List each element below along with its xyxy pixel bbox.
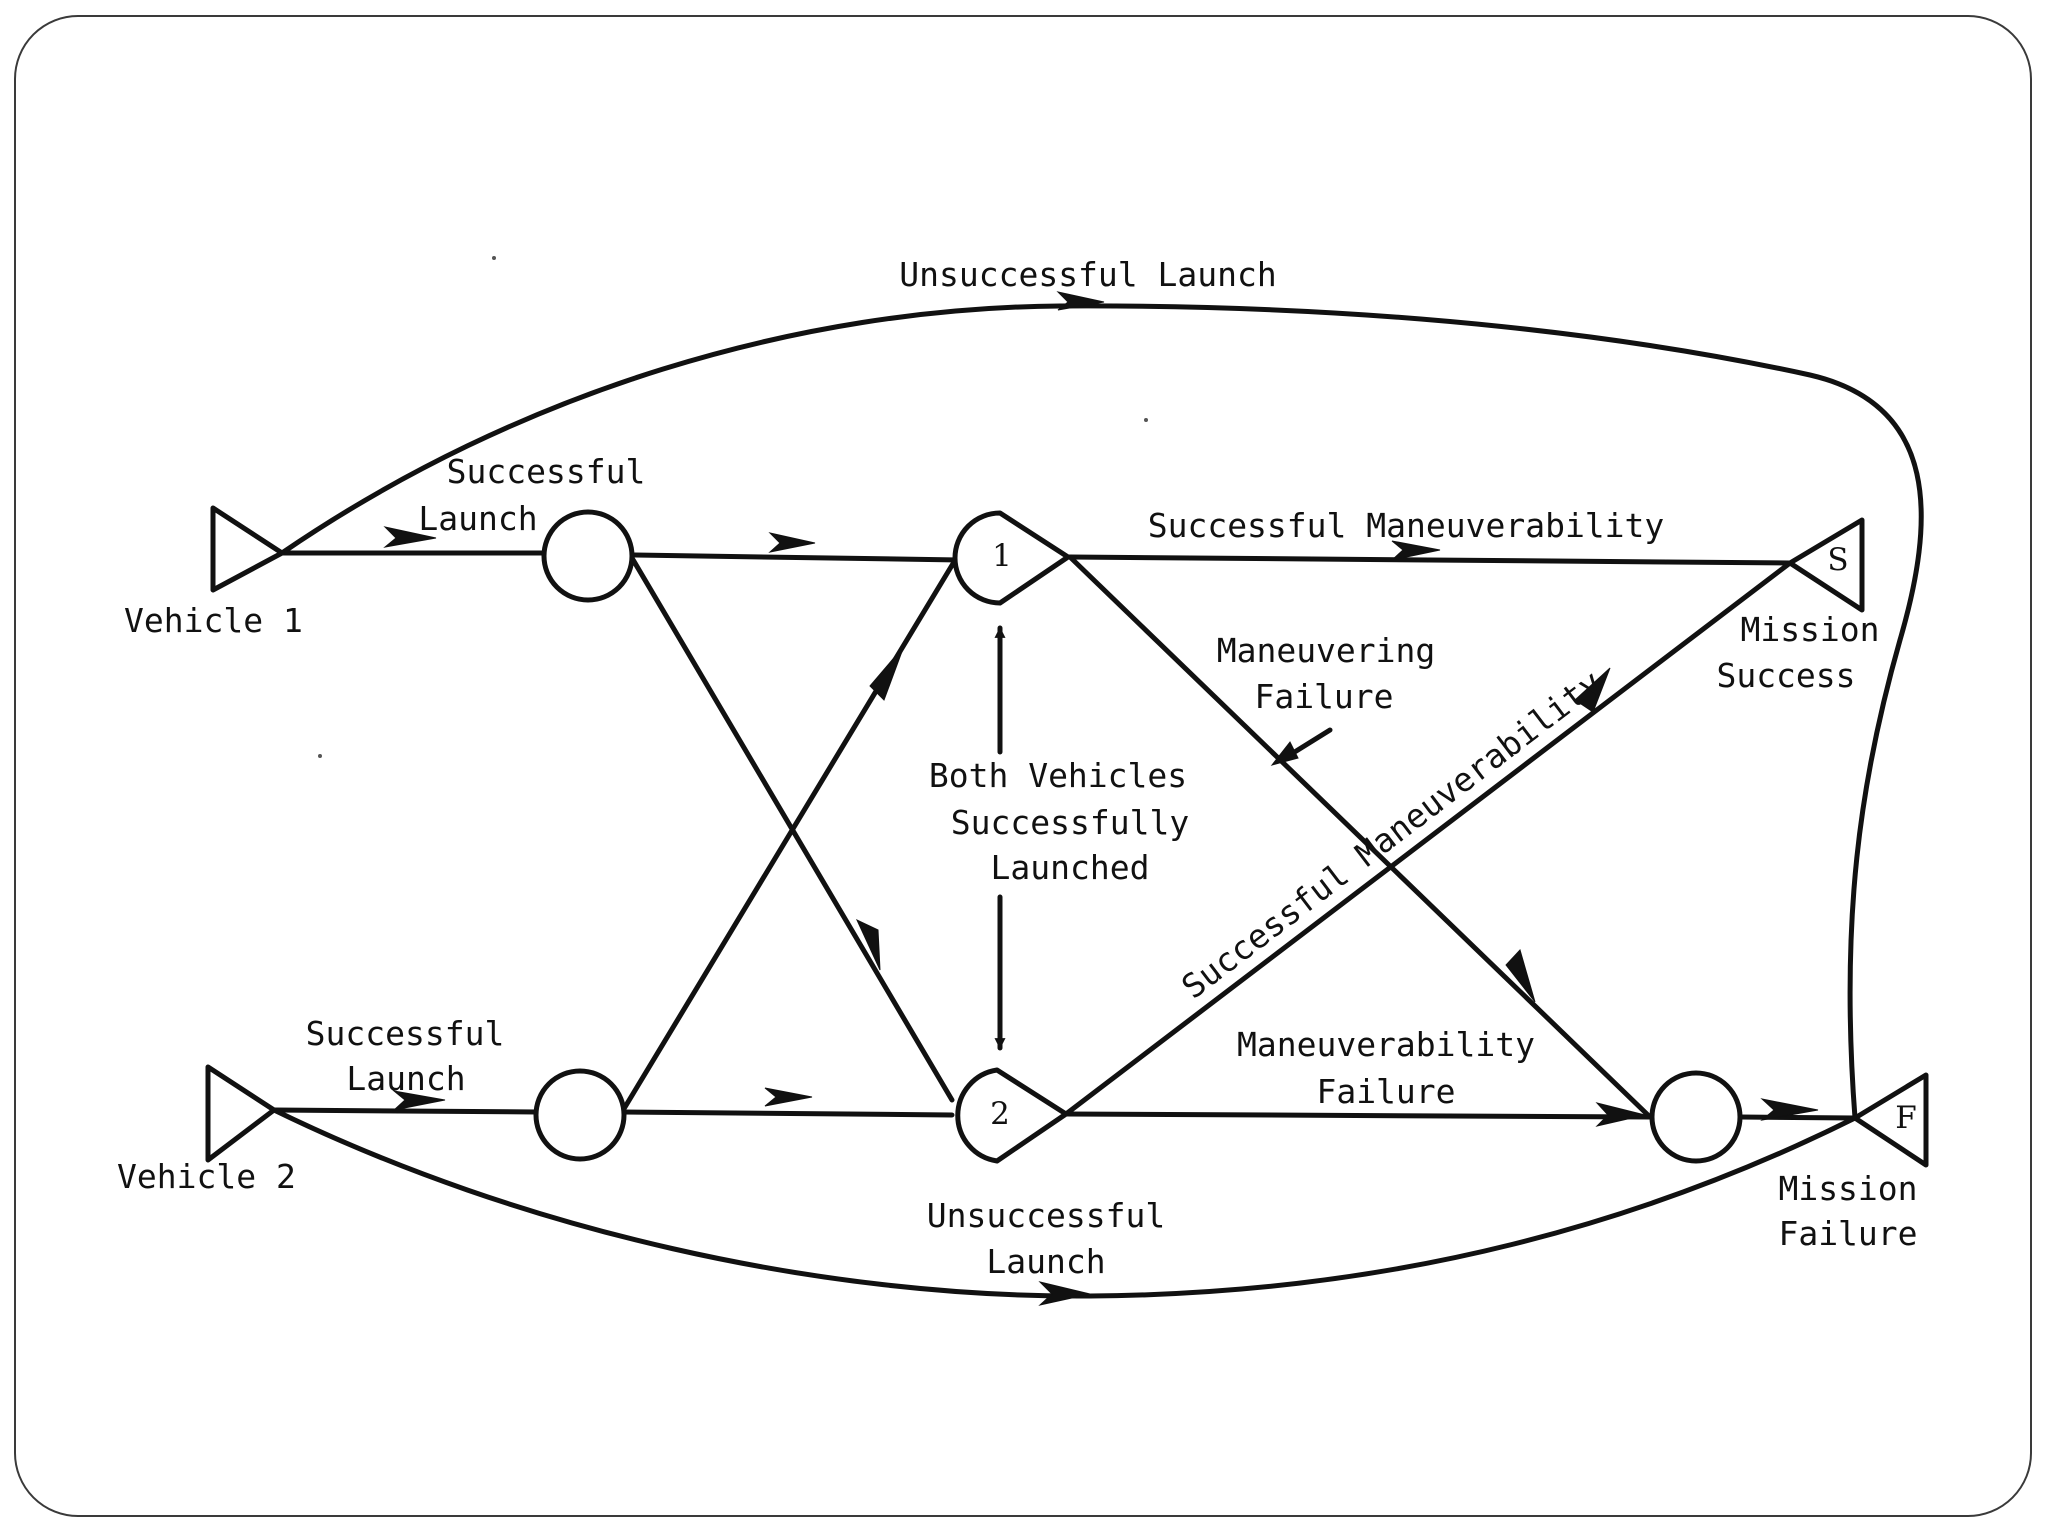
success-terminal-label: S: [1827, 542, 1848, 578]
vehicle2-source-triangle: [205, 1064, 277, 1163]
mission-success-label-line2: Success: [1716, 656, 1855, 695]
unsuccessful-launch-bottom-label-line2: Launch: [986, 1242, 1105, 1281]
edge-launch1-to-node1: [629, 552, 963, 563]
maneuvering-failure-label-line2: Failure: [1254, 677, 1393, 716]
successful-maneuverability-top-label: Successful Maneuverability: [1148, 506, 1665, 545]
arrowhead-vehicle2-launch: [392, 1090, 446, 1111]
edge-launch2-to-node2: [619, 1109, 955, 1118]
edge-unsuccessful-launch-top: [279, 303, 1924, 1121]
successful-launch-1-label-line1: Successful: [447, 452, 646, 491]
edge-node1-to-success: [1067, 554, 1793, 566]
vehicle2-label: Vehicle 2: [117, 1157, 296, 1196]
launch1-circle: [541, 509, 635, 603]
decision-node-2-label: 2: [990, 1096, 1010, 1132]
decision-node-2: [955, 1067, 1069, 1164]
vehicle1-label: Vehicle 1: [124, 601, 303, 640]
failure-terminal-label: F: [1895, 1100, 1917, 1136]
mission-failure-label-line2: Failure: [1778, 1214, 1917, 1253]
edge-node2-to-success: [1063, 560, 1793, 1117]
decision-node-1-label: 1: [992, 538, 1012, 574]
arrowhead-vehicle1-launch: [383, 526, 437, 548]
arrowhead-failure-junction-to-failure: [1760, 1098, 1819, 1121]
speck: [318, 754, 322, 758]
unsuccessful-launch-top-label: Unsuccessful Launch: [899, 255, 1277, 294]
arrowhead-unsuccessful-launch-top: [1056, 291, 1105, 311]
maneuvering-failure-label-line1: Maneuvering: [1217, 631, 1436, 670]
arrowhead-node2-to-failure-junction: [1595, 1102, 1646, 1127]
unsuccessful-launch-bottom-label-line1: Unsuccessful: [927, 1196, 1165, 1235]
slide-frame: [14, 15, 2032, 1517]
both-vehicles-label-line1: Both Vehicles: [929, 756, 1187, 795]
arrowhead-launch2-to-node2: [764, 1087, 813, 1107]
speck: [1144, 418, 1148, 422]
speck: [492, 256, 496, 260]
arrowhead-node1-to-success: [1390, 540, 1441, 561]
both-vehicles-label-line2: Successfully: [951, 803, 1189, 842]
arrowhead-launch1-to-node2: [855, 918, 881, 971]
arrowhead-launch2-to-node1: [869, 645, 905, 701]
edge-node1-to-failure-junction: [1067, 554, 1653, 1120]
arrowhead-launch1-to-node1: [768, 532, 816, 553]
vehicle1-source-triangle: [210, 505, 285, 593]
successful-launch-2-label-line1: Successful: [306, 1014, 505, 1053]
edge-node2-to-failure-junction: [1063, 1111, 1653, 1120]
arrowhead-maneuvering-failure-pointer: [1270, 741, 1299, 766]
edge-vehicle2-launch: [271, 1107, 540, 1115]
success-terminal-triangle: [1787, 517, 1865, 613]
edge-unsuccessful-launch-bottom: [271, 1107, 1858, 1299]
maneuverability-failure-label-line1: Maneuverability: [1237, 1025, 1535, 1064]
successful-launch-2-label-line2: Launch: [346, 1059, 465, 1098]
maneuverability-failure-label-line2: Failure: [1316, 1072, 1455, 1111]
both-vehicles-label-line3: Launched: [991, 848, 1150, 887]
decision-node-1: [952, 510, 1071, 606]
successful-launch-1-label-line2: Launch: [418, 499, 537, 538]
failure-terminal-triangle: [1852, 1072, 1929, 1168]
arrowhead-unsuccessful-launch-bottom: [1038, 1281, 1091, 1306]
edge-failure-junction-to-failure: [1737, 1114, 1858, 1121]
mission-failure-label-line1: Mission: [1778, 1169, 1917, 1208]
launch2-circle: [533, 1068, 627, 1162]
mission-success-label-line1: Mission: [1740, 610, 1879, 649]
failure-junction-circle: [1649, 1070, 1743, 1164]
edge-launch2-to-node1: [619, 549, 963, 1115]
arrowhead-node1-to-failure-junction: [1505, 949, 1536, 1003]
arrowhead-diagonal-success: [1574, 667, 1611, 713]
